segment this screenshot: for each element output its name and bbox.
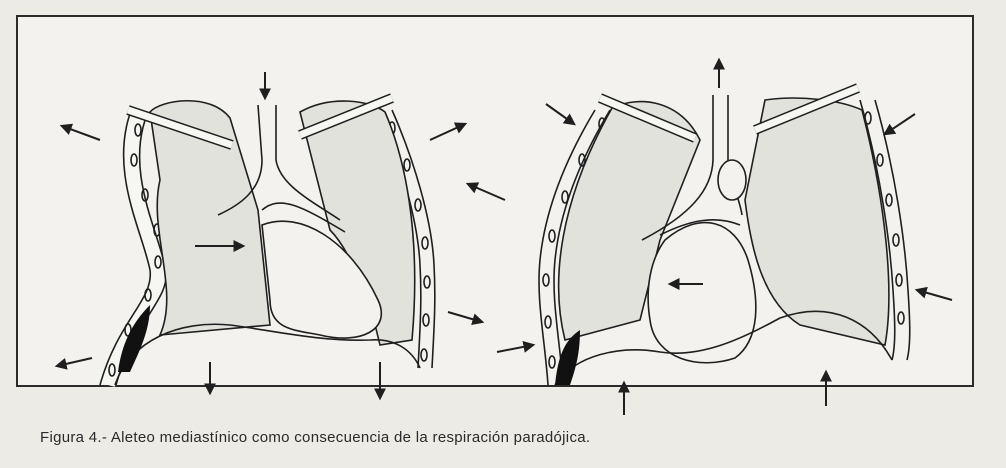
left-panel (57, 72, 505, 398)
right-panel (497, 60, 952, 415)
right-lung-r (745, 98, 889, 345)
mediastinum-r (648, 223, 756, 363)
figure-caption: Figura 4.- Aleteo mediastínico como cons… (40, 429, 590, 446)
mediastinal-node (718, 160, 746, 200)
